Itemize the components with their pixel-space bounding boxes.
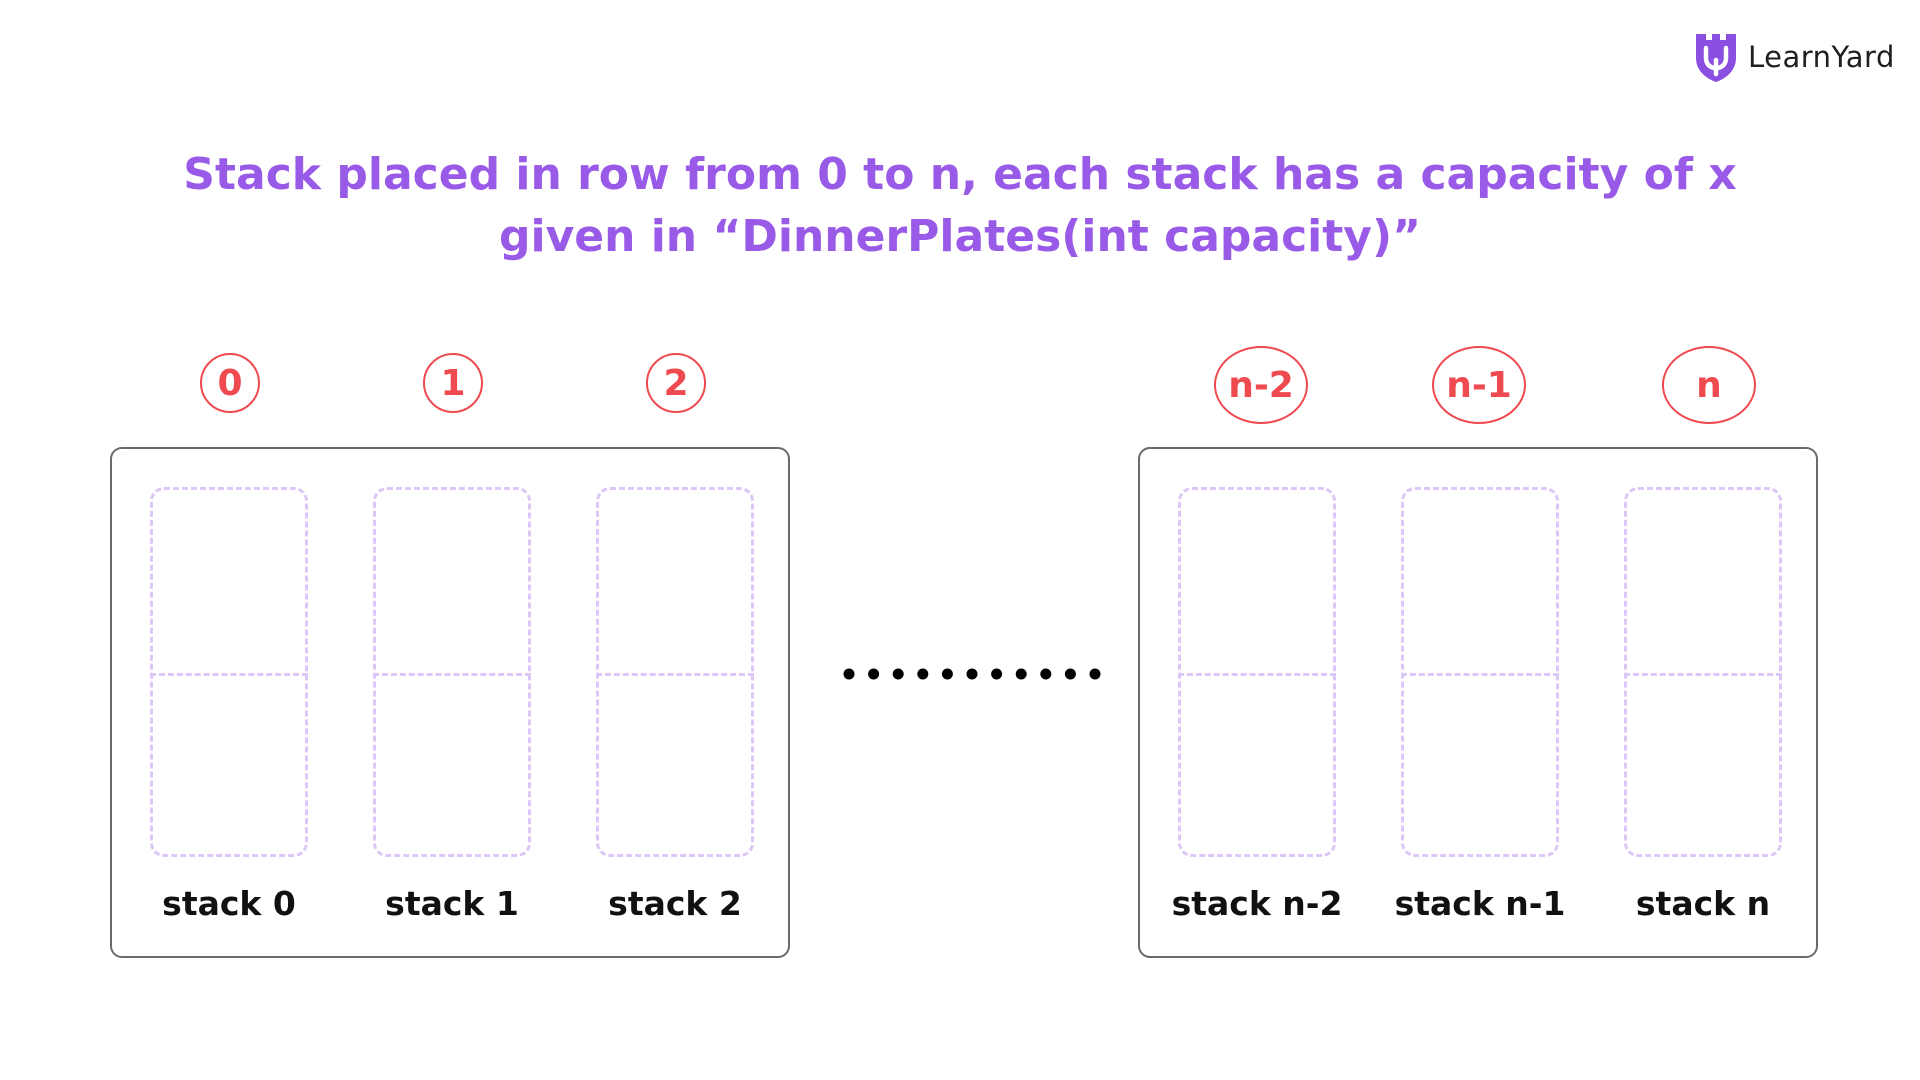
- stack-box-n-minus-2: [1178, 487, 1336, 857]
- stack-box-0: [150, 487, 308, 857]
- stack-box-2: [596, 487, 754, 857]
- ellipsis-dots: [843, 668, 1101, 680]
- stack-label-n-minus-2: stack n-2: [1171, 884, 1343, 923]
- title-line-1: Stack placed in row from 0 to n, each st…: [183, 149, 1737, 200]
- brand-name: LearnYard: [1748, 40, 1895, 74]
- stack-slot-divider: [1178, 673, 1336, 676]
- stack-slot-divider: [373, 673, 531, 676]
- stack-slot-divider: [150, 673, 308, 676]
- index-circle-0: 0: [200, 353, 260, 413]
- stack-slot-divider: [596, 673, 754, 676]
- stack-label-n: stack n: [1635, 884, 1771, 923]
- stack-label-n-minus-1: stack n-1: [1394, 884, 1566, 923]
- stack-label-0: stack 0: [162, 884, 296, 923]
- index-circle-n-minus-2: n-2: [1214, 346, 1308, 424]
- stack-box-1: [373, 487, 531, 857]
- stack-label-2: stack 2: [608, 884, 742, 923]
- stack-box-n-minus-1: [1401, 487, 1559, 857]
- stack-box-n: [1624, 487, 1782, 857]
- index-circle-1: 1: [423, 353, 483, 413]
- learnyard-logo: LearnYard: [1692, 30, 1895, 84]
- title-line-2: given in “DinnerPlates(int capacity)”: [498, 211, 1421, 262]
- stack-label-1: stack 1: [385, 884, 519, 923]
- stack-slot-divider: [1401, 673, 1559, 676]
- index-circle-n-minus-1: n-1: [1432, 346, 1526, 424]
- index-circle-n: n: [1662, 346, 1756, 424]
- learnyard-shield-icon: [1696, 34, 1736, 82]
- stack-group-right: stack n-2 stack n-1 stack n: [1138, 447, 1818, 958]
- index-circle-2: 2: [646, 353, 706, 413]
- stack-slot-divider: [1624, 673, 1782, 676]
- diagram-title: Stack placed in row from 0 to n, each st…: [160, 144, 1760, 268]
- stack-group-left: stack 0 stack 1 stack 2: [110, 447, 790, 958]
